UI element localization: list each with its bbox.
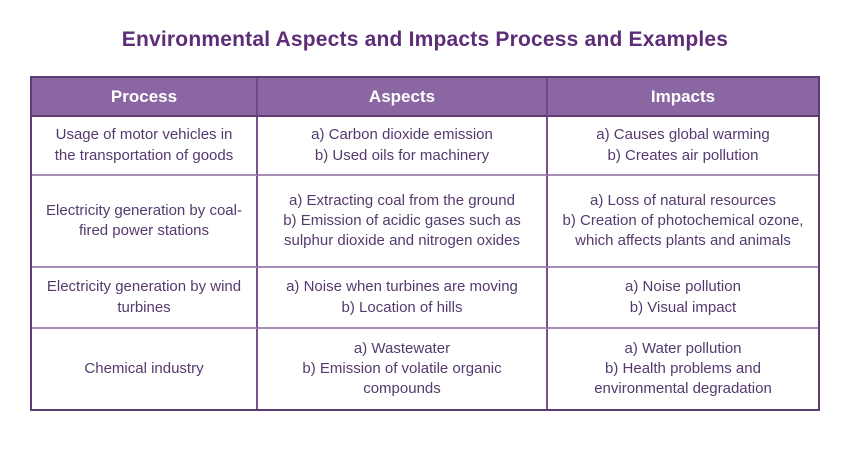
cell-process: Electricity generation by wind turbines [32,268,258,329]
aspect-line-a: a) Noise when turbines are moving [286,278,518,296]
table-row-coal-power: Electricity generation by coal-fired pow… [32,176,818,268]
cell-impacts: a) Loss of natural resources b) Creation… [548,176,818,268]
aspect-line-b: b) Emission of volatile organic compound… [302,359,502,398]
cell-aspects: a) Carbon dioxide emission b) Used oils … [258,117,548,176]
column-header-impacts: Impacts [548,78,818,117]
aspect-line-b: b) Emission of acidic gases such as sulp… [283,211,521,250]
cell-impacts: a) Causes global warming b) Creates air … [548,117,818,176]
cell-process: Usage of motor vehicles in the transport… [32,117,258,176]
impact-line-b: b) Visual impact [629,298,737,316]
impact-line-a: a) Noise pollution [625,278,741,296]
header-row: Process Aspects Impacts [32,78,818,117]
table-header: Process Aspects Impacts [32,78,818,117]
table-body: Usage of motor vehicles in the transport… [32,117,818,409]
aspect-line-a: a) Wastewater [353,339,451,357]
cell-impacts: a) Noise pollution b) Visual impact [548,268,818,329]
cell-impacts: a) Water pollution b) Health problems an… [548,329,818,409]
aspect-line-a: a) Extracting coal from the ground [289,191,515,209]
impact-line-a: a) Causes global warming [596,126,770,144]
environmental-aspects-table-container: Process Aspects Impacts Usage of motor v… [30,76,820,411]
cell-aspects: a) Wastewater b) Emission of volatile or… [258,329,548,409]
aspect-line-a: a) Carbon dioxide emission [311,126,493,144]
cell-aspects: a) Noise when turbines are moving b) Loc… [258,268,548,329]
cell-process: Electricity generation by coal-fired pow… [32,176,258,268]
page-title: Environmental Aspects and Impacts Proces… [121,28,729,51]
column-header-process: Process [32,78,258,117]
cell-process: Chemical industry [32,329,258,409]
column-header-aspects: Aspects [258,78,548,117]
impact-line-a: a) Water pollution [624,339,742,357]
cell-aspects: a) Extracting coal from the ground b) Em… [258,176,548,268]
aspect-line-b: b) Used oils for machinery [314,146,490,164]
aspect-line-b: b) Location of hills [341,298,463,316]
impact-line-b: b) Creates air pollution [607,146,759,164]
impact-line-a: a) Loss of natural resources [590,191,776,209]
table-row-wind-turbines: Electricity generation by wind turbines … [32,268,818,329]
impact-line-b: b) Health problems and environmental deg… [594,359,772,398]
table-row-motor-vehicles: Usage of motor vehicles in the transport… [32,117,818,176]
table-row-chemical-industry: Chemical industry a) Wastewater b) Emiss… [32,329,818,409]
impact-line-b: b) Creation of photochemical ozone, whic… [562,211,804,250]
environmental-aspects-table: Process Aspects Impacts Usage of motor v… [30,76,820,411]
